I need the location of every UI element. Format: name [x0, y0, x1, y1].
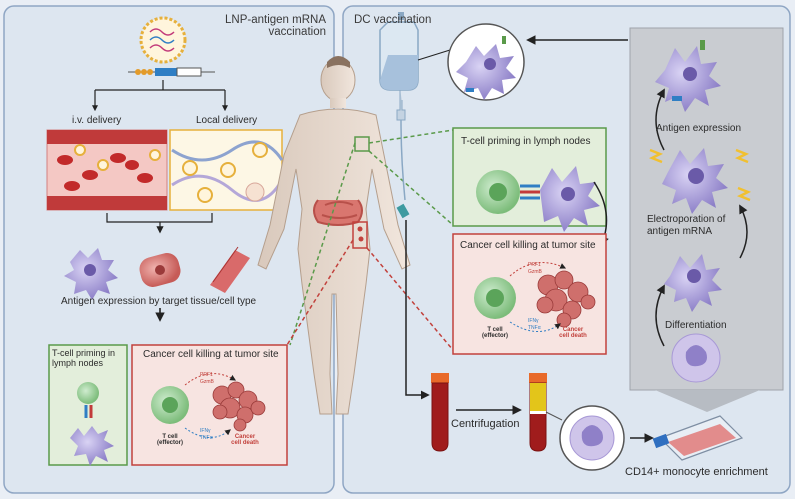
left-gzmb-label: GzmB	[200, 379, 214, 385]
left-tnf-label: TNFα	[200, 435, 213, 441]
left-antigen-expression-label: Antigen expression by target tissue/cell…	[61, 296, 257, 307]
differentiation-arrow	[655, 284, 665, 347]
right-killing-cells	[474, 262, 596, 332]
right-red-connector	[366, 247, 454, 351]
right-cancer-line1: Cancer	[562, 327, 584, 333]
right-tcell-line1: T cell	[487, 327, 503, 333]
right-ifn-label: IFNγ	[528, 318, 539, 324]
left-priming-cells	[70, 382, 114, 466]
electroporation-label: Electroporation of antigen mRNA	[647, 214, 725, 238]
left-prf-label: PRF1	[200, 372, 213, 378]
differentiating-dc	[664, 254, 722, 312]
right-tcell-line2: (effector)	[481, 333, 508, 339]
differentiation-label: Differentiation	[665, 320, 727, 331]
right-tnf-label: TNFα	[528, 325, 541, 331]
left-title-line1: LNP-antigen mRNA	[225, 14, 326, 26]
electroporation-arrow	[739, 204, 748, 259]
blood-tube-before	[431, 373, 449, 452]
dc-zoom-circle	[447, 23, 525, 101]
right-green-connector-bottom	[368, 150, 454, 226]
electroporation-line2: antigen mRNA	[647, 226, 713, 237]
left-green-connector	[289, 142, 356, 346]
left-panel-title: LNP-antigen mRNA vaccination	[180, 14, 326, 38]
blood-tube-after	[529, 373, 547, 452]
right-tcell-label: T cell (effector)	[475, 327, 515, 339]
left-tcell-line1: T cell	[162, 434, 178, 440]
left-priming-line1: T-cell priming in	[52, 348, 116, 358]
delivery-split-lines	[94, 80, 226, 107]
left-cancer-line1: Cancer	[234, 434, 256, 440]
left-title-line2: vaccination	[268, 26, 326, 38]
right-panel-title: DC vaccination	[354, 14, 432, 26]
right-cancer-label: Cancer cell death	[553, 327, 593, 339]
monocyte-zoom-circle	[559, 405, 625, 471]
iv-delivery-label: i.v. delivery	[72, 115, 122, 126]
left-tcell-line2: (effector)	[156, 440, 183, 446]
left-killing-label: Cancer cell killing at tumor site	[143, 349, 279, 360]
tube-zoom-line	[545, 411, 563, 421]
human-body	[257, 56, 411, 415]
right-priming-cells	[476, 166, 600, 232]
mrna-construct	[128, 67, 215, 77]
blood-vessel-image	[46, 129, 168, 211]
left-cancer-label: Cancer cell death	[225, 434, 265, 446]
right-green-connector-top	[368, 129, 454, 144]
monocyte	[671, 333, 721, 383]
bag-zoom-line	[417, 49, 451, 61]
culture-funnel	[655, 390, 760, 412]
lnp-particle	[139, 16, 187, 64]
enrichment-label: CD14+ monocyte enrichment	[625, 466, 768, 478]
centrifugation-label: Centrifugation	[451, 418, 520, 430]
local-delivery-label: Local delivery	[196, 115, 258, 126]
left-priming-line2: lymph nodes	[52, 358, 104, 368]
left-killing-cells	[151, 373, 266, 438]
culture-flask	[652, 415, 744, 461]
merge-arrow	[106, 213, 213, 232]
blood-draw-arrow	[405, 220, 430, 400]
antigen-expression-step-label: Antigen expression	[656, 123, 742, 134]
right-cancer-line2: cell death	[559, 333, 587, 339]
expression-up-arrow	[655, 88, 665, 151]
electroporation-line1: Electroporation of	[647, 214, 726, 225]
electroporated-dc	[648, 148, 752, 214]
left-priming-label: T-cell priming in lymph nodes	[52, 348, 115, 368]
left-tcell-label: T cell (effector)	[150, 434, 190, 446]
left-cancer-line2: cell death	[231, 440, 259, 446]
antigen-expressing-dc	[655, 40, 721, 112]
left-ifn-label: IFNγ	[200, 428, 211, 434]
right-priming-label: T-cell priming in lymph nodes	[461, 136, 591, 147]
iv-bag	[379, 12, 419, 219]
right-gzmb-label: GzmB	[528, 269, 542, 275]
right-prf-label: PRF1	[528, 262, 541, 268]
target-cells-row	[64, 246, 250, 300]
right-killing-label: Cancer cell killing at tumor site	[460, 240, 596, 251]
local-tissue-image	[169, 129, 284, 211]
